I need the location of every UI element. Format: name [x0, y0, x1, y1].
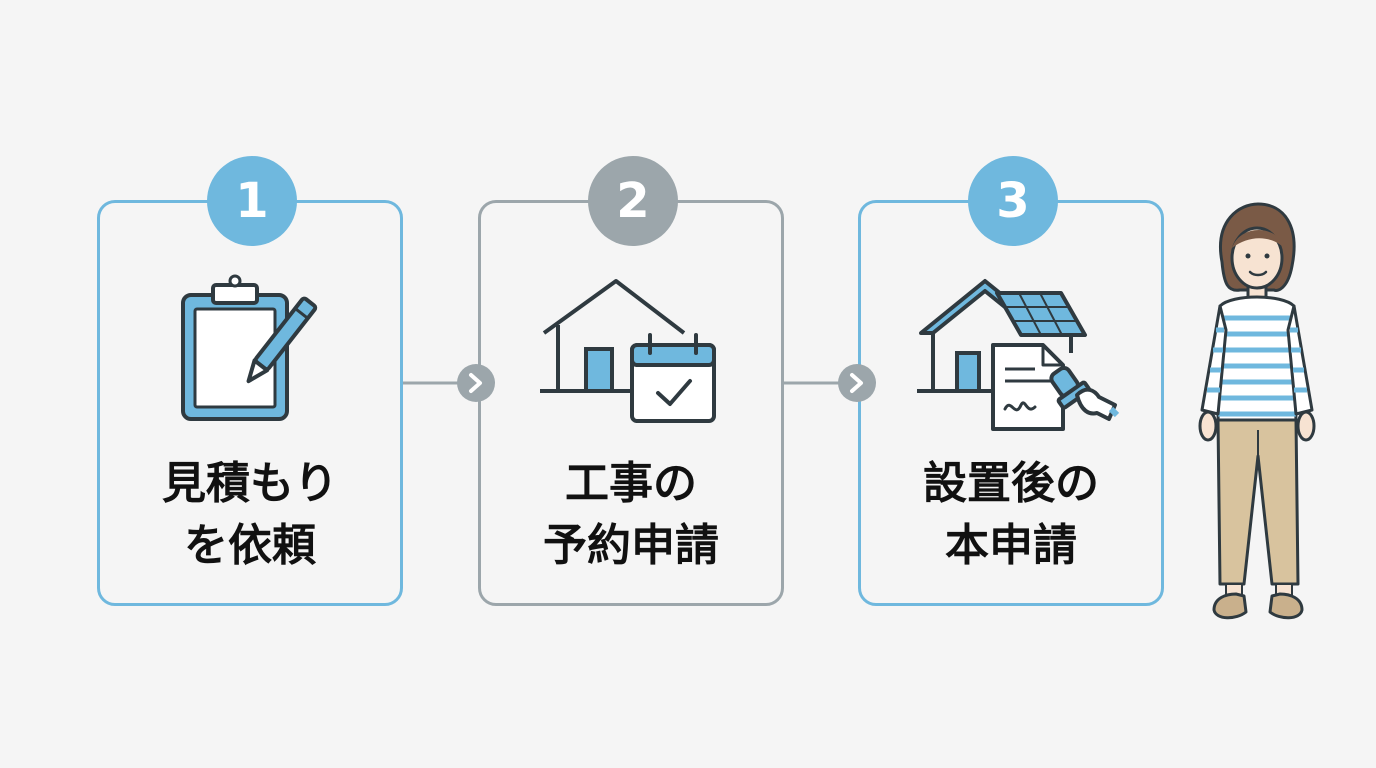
step-2-number-badge: 2	[588, 156, 678, 246]
step-1-number-badge: 1	[207, 156, 297, 246]
chevron-right-icon	[784, 364, 876, 402]
step-3-number-badge: 3	[968, 156, 1058, 246]
step-1-title: 見積もり を依頼	[162, 458, 338, 571]
step-2-title: 工事の 予約申請	[543, 458, 719, 571]
step-3-card: 設置後の 本申請	[858, 200, 1164, 606]
solar-house-stamp-icon	[917, 279, 1120, 431]
step-3-title: 設置後の 本申請	[923, 458, 1099, 571]
step-2-card: 工事の 予約申請	[478, 200, 784, 606]
step-1-card: 見積もり を依頼	[97, 200, 403, 606]
clipboard-pen-icon	[181, 274, 318, 421]
chevron-right-icon	[403, 364, 495, 402]
woman-figure	[1198, 202, 1316, 620]
house-calendar-icon	[540, 279, 716, 423]
